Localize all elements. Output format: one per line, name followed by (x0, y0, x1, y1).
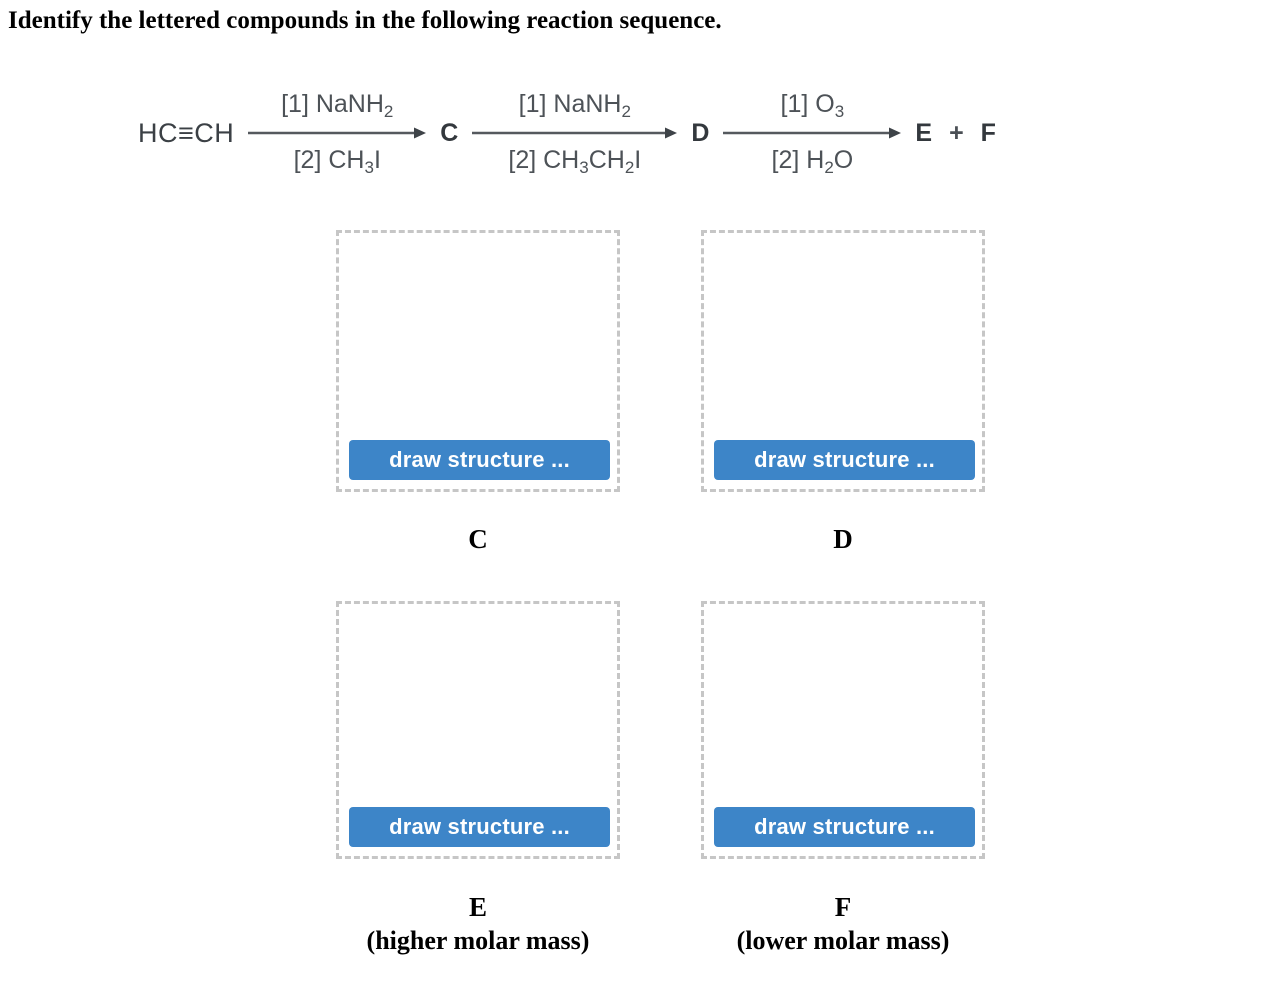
reaction-scheme: HC≡CH [1] NaNH2 [2] CH3I C [1] NaNH2 (0, 78, 1272, 188)
answer-caption-d: D (701, 522, 985, 556)
step-1-reagent-top: [1] NaNH2 (281, 89, 393, 122)
step-1-reagent-top-text: [1] NaNH (281, 89, 384, 118)
step-1-reagent-bottom: [2] CH3I (294, 145, 381, 178)
answer-caption-f: F (lower molar mass) (671, 890, 1015, 958)
step-3-reagent-bottom-text: [2] H (771, 145, 825, 174)
step-3-reagent-top: [1] O3 (781, 89, 845, 122)
reaction-scheme-row: HC≡CH [1] NaNH2 [2] CH3I C [1] NaNH2 (138, 78, 996, 188)
reaction-arrow-3 (723, 127, 902, 139)
step-2-reagent-bottom-text: [2] CH (508, 145, 580, 174)
reaction-step-2: [1] NaNH2 [2] CH3CH2I (472, 89, 678, 178)
step-2-reagent-bottom: [2] CH3CH2I (508, 145, 641, 178)
product-label-e: E (915, 118, 933, 147)
step-1-reagent-bottom-subscript: 3 (364, 157, 374, 177)
reaction-arrow-2 (472, 127, 678, 139)
step-3-reagent-top-text: [1] O (780, 89, 835, 118)
step-1-reagent-top-subscript: 2 (383, 101, 394, 121)
draw-structure-button-c[interactable]: draw structure ... (349, 440, 610, 480)
step-3-reagent-bottom-subscript: 2 (824, 157, 834, 177)
answer-caption-c: C (336, 522, 620, 556)
step-2-reagent-top-text: [1] NaNH (518, 89, 622, 118)
answer-caption-e-note: (higher molar mass) (366, 926, 590, 955)
reaction-arrow-1 (248, 127, 427, 139)
step-3-reagent-top-subscript: 3 (834, 101, 845, 121)
answer-dropzone-e[interactable]: draw structure ... (336, 601, 620, 859)
answer-dropzone-f[interactable]: draw structure ... (701, 601, 985, 859)
answer-caption-f-letter: F (834, 892, 852, 922)
step-3-reagent-bottom-suffix: O (833, 145, 854, 174)
answer-caption-f-note: (lower molar mass) (736, 926, 950, 955)
plus-sign: + (949, 118, 964, 147)
draw-structure-button-f[interactable]: draw structure ... (714, 807, 975, 847)
page-title: Identify the lettered compounds in the f… (8, 7, 722, 34)
step-1-reagent-bottom-text: [2] CH (293, 145, 365, 174)
step-3-reagent-bottom: [2] H2O (772, 145, 854, 178)
step-2-reagent-top: [1] NaNH2 (519, 89, 631, 122)
answer-dropzone-c[interactable]: draw structure ... (336, 230, 620, 492)
product-label-f: F (980, 118, 996, 147)
reaction-step-1: [1] NaNH2 [2] CH3I (248, 89, 427, 178)
step-2-reagent-bottom-suffix: I (634, 145, 642, 174)
answer-caption-d-letter: D (833, 524, 853, 554)
answer-caption-e: E (higher molar mass) (306, 890, 650, 958)
step-2-reagent-bottom-subscript-2: 2 (624, 157, 635, 177)
step-2-reagent-bottom-subscript: 3 (579, 157, 589, 177)
starting-material-acetylene: HC≡CH (138, 117, 235, 148)
answer-caption-c-letter: C (468, 524, 488, 554)
reaction-step-3: [1] O3 [2] H2O (723, 89, 902, 178)
intermediate-label-c: C (440, 118, 459, 147)
intermediate-label-d: D (691, 118, 710, 147)
answer-dropzone-d[interactable]: draw structure ... (701, 230, 985, 492)
step-1-reagent-bottom-suffix: I (373, 145, 381, 174)
step-2-reagent-top-subscript: 2 (621, 101, 631, 121)
step-2-reagent-bottom-mid: CH (588, 145, 625, 174)
draw-structure-button-e[interactable]: draw structure ... (349, 807, 610, 847)
draw-structure-button-d[interactable]: draw structure ... (714, 440, 975, 480)
answer-caption-e-letter: E (468, 892, 487, 922)
